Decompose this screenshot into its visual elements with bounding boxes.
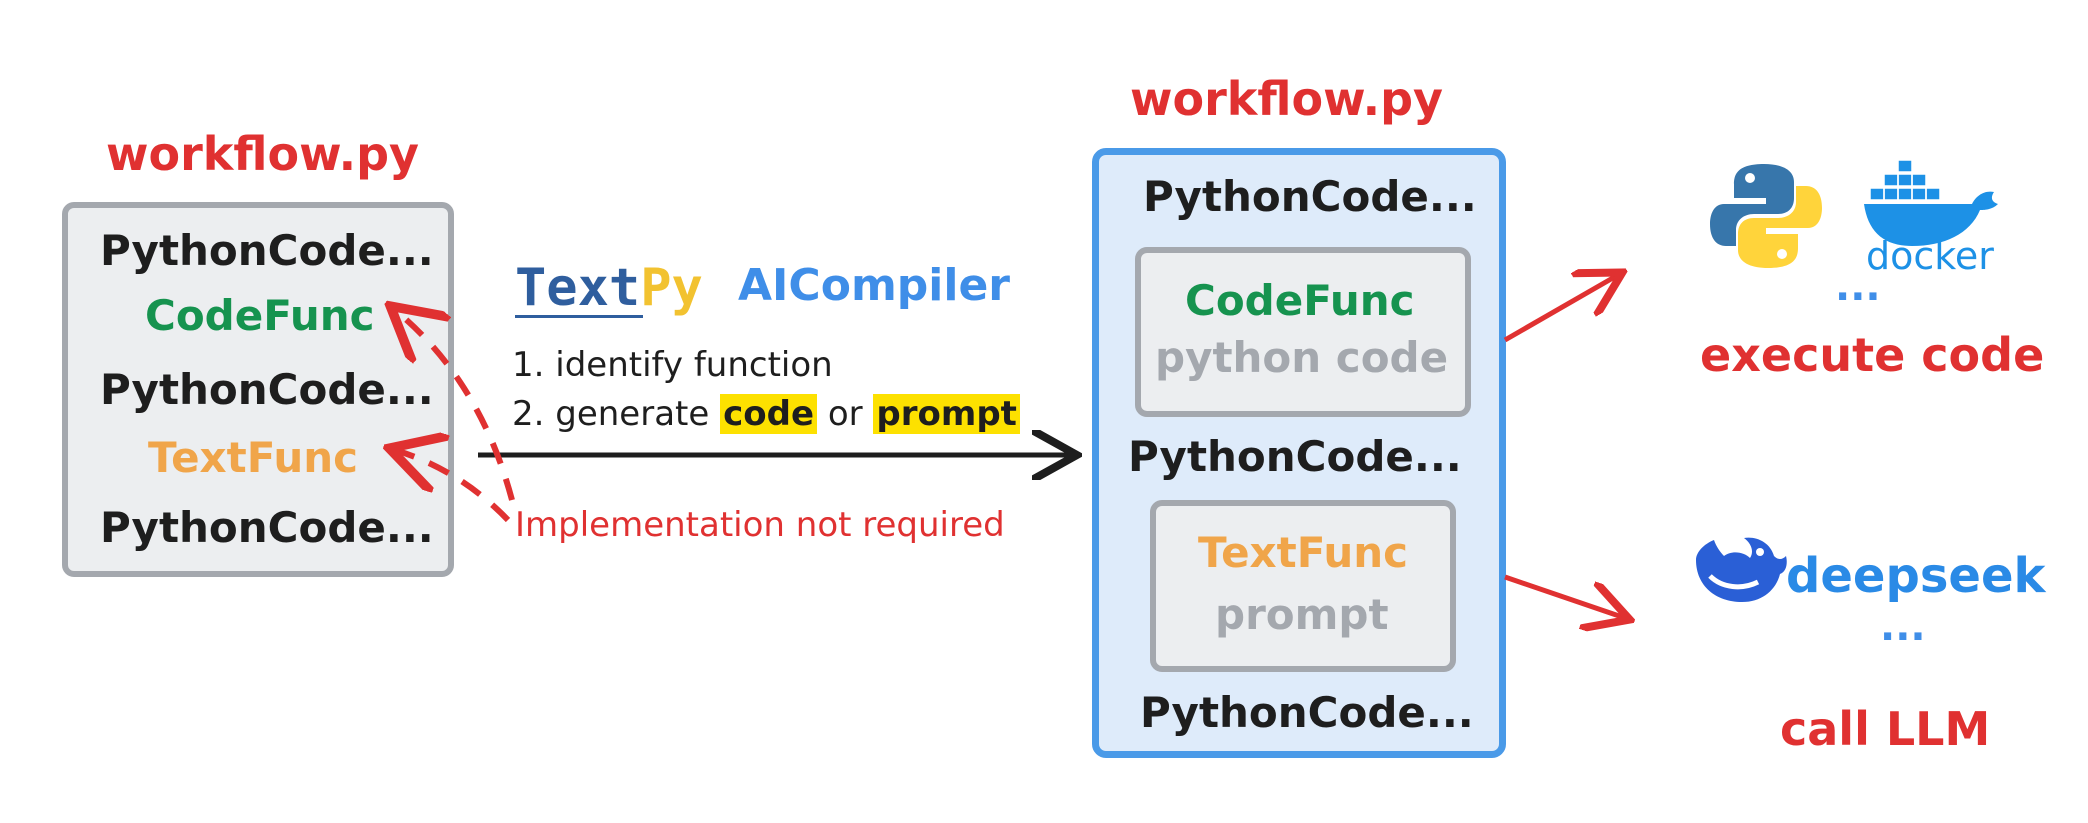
textpy-logo: TextPy bbox=[515, 258, 703, 318]
codefunc-title: CodeFunc bbox=[1185, 276, 1415, 325]
left-textfunc: TextFunc bbox=[148, 433, 359, 482]
docker-logo-icon bbox=[1864, 159, 1998, 246]
dashed-arrow-codefunc bbox=[395, 310, 515, 501]
textpy-logo-underline bbox=[515, 315, 643, 318]
left-line-3: PythonCode... bbox=[100, 503, 434, 552]
arrow-to-llm bbox=[1504, 574, 1625, 618]
call-llm-label: call LLM bbox=[1780, 702, 1991, 756]
codefunc-block bbox=[1135, 247, 1471, 417]
arrow-to-execute bbox=[1503, 275, 1618, 343]
dashed-arrow-textfunc bbox=[395, 450, 511, 523]
python-logo-icon bbox=[1710, 164, 1822, 268]
left-line-1: PythonCode... bbox=[100, 226, 434, 275]
left-line-2: PythonCode... bbox=[100, 365, 434, 414]
right-line-2: PythonCode... bbox=[1128, 432, 1462, 481]
textpy-logo-py: Py bbox=[640, 258, 703, 318]
step-2: 2. generate code or prompt bbox=[512, 394, 1020, 434]
aicompiler-label: AICompiler bbox=[738, 260, 1010, 311]
step-2-prompt: prompt bbox=[873, 394, 1020, 434]
left-title: workflow.py bbox=[106, 127, 420, 181]
right-title: workflow.py bbox=[1130, 72, 1444, 126]
textfunc-title: TextFunc bbox=[1198, 528, 1409, 577]
llm-ellipsis: ... bbox=[1880, 604, 1926, 650]
docker-label: docker bbox=[1866, 234, 1994, 278]
left-workflow-box bbox=[62, 202, 454, 577]
textfunc-body: prompt bbox=[1215, 590, 1389, 639]
exec-ellipsis: ... bbox=[1835, 264, 1881, 310]
right-line-3: PythonCode... bbox=[1140, 688, 1474, 737]
step-2-prefix: 2. generate bbox=[512, 394, 710, 434]
implementation-note: Implementation not required bbox=[515, 505, 1005, 545]
execute-code-label: execute code bbox=[1700, 328, 2045, 382]
deepseek-label: deepseek bbox=[1786, 548, 2046, 604]
left-codefunc: CodeFunc bbox=[145, 291, 375, 340]
right-line-1: PythonCode... bbox=[1143, 172, 1477, 221]
step-1: 1. identify function bbox=[512, 345, 833, 385]
codefunc-body: python code bbox=[1155, 333, 1449, 382]
step-2-code: code bbox=[720, 394, 818, 434]
deepseek-logo-icon bbox=[1696, 537, 1787, 602]
textpy-logo-text: Text bbox=[515, 258, 641, 318]
step-2-or: or bbox=[827, 394, 863, 434]
textfunc-block bbox=[1150, 500, 1456, 672]
